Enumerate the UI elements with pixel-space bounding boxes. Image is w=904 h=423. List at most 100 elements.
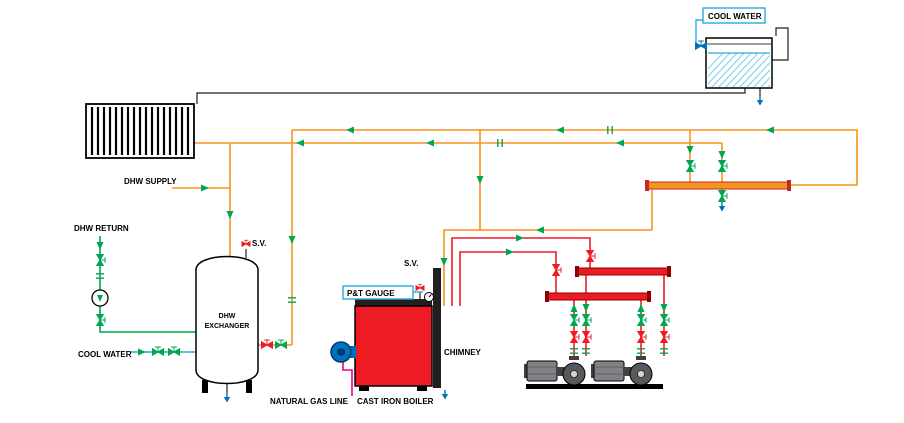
sv-boiler-label: S.V.: [404, 259, 418, 268]
cast-iron-boiler-label: CAST IRON BOILER: [357, 397, 434, 406]
red-header-lower: [545, 291, 651, 302]
gate-valve-icon: [570, 331, 580, 343]
check-valve-icon: [570, 314, 580, 326]
cast-iron-boiler: [330, 268, 441, 391]
dhw-circulator: [91, 289, 109, 307]
flow-arrow-icon: [570, 304, 578, 312]
pump-motor: [593, 360, 625, 382]
gate-valve-icon: [96, 314, 106, 326]
pipe-supply-main: [291, 129, 858, 345]
piping-black: [196, 27, 789, 393]
pump-coupling: [624, 367, 632, 376]
pump-base: [593, 384, 663, 389]
pressure-gauge-icon: [424, 292, 434, 302]
pump-flange: [636, 356, 646, 360]
check-valve-icon: [582, 314, 592, 326]
gate-valve-icon: [695, 40, 707, 50]
flow-arrow-icon: [426, 139, 434, 147]
chimney-label: CHIMNEY: [444, 348, 482, 357]
gate-valve-icon: [686, 160, 696, 172]
radiator-fins: [90, 107, 190, 155]
pt-gauge-label: P&T GAUGE: [347, 289, 395, 298]
safety-valve-icon: [241, 239, 251, 247]
flow-arrow-icon: [288, 236, 296, 244]
gate-valve-icon: [718, 190, 728, 202]
circulating-pump-2: [591, 356, 663, 389]
gate-valve-icon: [582, 331, 592, 343]
pipe-overflow-loop: [772, 27, 789, 61]
boiler-foot: [359, 386, 369, 391]
pipe-boiler-supply-2: [459, 251, 557, 306]
flow-arrow-icon: [346, 126, 354, 134]
drains: [223, 95, 764, 404]
dhw-exchanger-label-1: DHW: [219, 313, 236, 320]
pump-motor: [526, 360, 558, 382]
gate-valve-icon: [718, 160, 728, 172]
flow-arrow-icon: [686, 146, 694, 154]
gate-valve-icon: [261, 339, 273, 349]
flow-arrow-icon: [556, 126, 564, 134]
piping-green: [99, 236, 196, 333]
check-valve-icon: [637, 314, 647, 326]
dhw-return-label: DHW RETURN: [74, 224, 129, 233]
tank-leg: [246, 380, 252, 393]
cool-water-bottom-label: COOL WATER: [78, 350, 132, 359]
chimney-pipe: [433, 268, 441, 388]
supply-manifold: [645, 180, 791, 191]
gate-valve-icon: [552, 264, 562, 276]
flow-arrow-icon: [226, 211, 234, 219]
tank-water: [708, 53, 770, 87]
flow-arrow-icon: [96, 242, 104, 250]
drain-valve-icon: [718, 201, 726, 213]
pump-base: [526, 384, 596, 389]
natural-gas-line-label: NATURAL GAS LINE: [270, 397, 349, 406]
flow-arrow-icon: [637, 304, 645, 312]
drain-valve-icon: [441, 389, 449, 401]
gas-burner-hub: [337, 348, 345, 356]
pipe-natural-gas: [342, 362, 353, 396]
flow-arrow-icon: [766, 126, 774, 134]
flow-arrow-icon: [476, 176, 484, 184]
gate-valve-icon: [275, 339, 287, 349]
cool-water-tank: [705, 37, 773, 89]
circulating-pump-1: [524, 356, 596, 389]
flow-arrow-icon: [660, 304, 668, 312]
drain-valve-icon: [756, 95, 764, 107]
gate-valve-icon: [660, 331, 670, 343]
red-header-upper: [575, 266, 671, 277]
gate-valve-icon: [168, 346, 180, 356]
flow-arrow-icon: [138, 348, 146, 356]
safety-valve-icon: [415, 283, 425, 291]
flow-arrow-icon: [440, 258, 448, 266]
tank-leg: [202, 380, 208, 393]
burner-mount: [348, 346, 356, 358]
sv-tank-label: S.V.: [252, 239, 266, 248]
flow-arrow-icon: [718, 151, 726, 159]
gate-valve-icon: [152, 346, 164, 356]
dhw-supply-label: DHW SUPPLY: [124, 177, 177, 186]
flow-arrow-icon: [616, 139, 624, 147]
flow-arrow-icon: [516, 234, 524, 242]
check-valve-icon: [660, 314, 670, 326]
pipe-expansion-line: [196, 88, 746, 104]
cool-water-label-box: [702, 7, 766, 24]
drain-valve-icon: [223, 392, 231, 404]
gate-valve-icon: [586, 250, 596, 262]
cool-water-top-label: COOL WATER: [708, 12, 762, 21]
gate-valve-icon: [637, 331, 647, 343]
pump-flange: [569, 356, 579, 360]
dhw-exchanger-label-2: EXCHANGER: [205, 323, 250, 330]
pump-coupling: [557, 367, 565, 376]
dhw-exchanger-tank: DHW EXCHANGER: [195, 255, 259, 393]
boiler-top-band: [355, 299, 432, 306]
gate-valve-icon: [96, 254, 106, 266]
radiator: [85, 103, 195, 159]
flow-arrow-icon: [201, 184, 209, 192]
pipe-dhw-return: [99, 236, 196, 333]
boiler-body: [354, 305, 433, 387]
pipe-boiler-return: [443, 189, 653, 306]
flow-arrow-icon: [582, 304, 590, 312]
piping-magenta: [342, 362, 353, 396]
